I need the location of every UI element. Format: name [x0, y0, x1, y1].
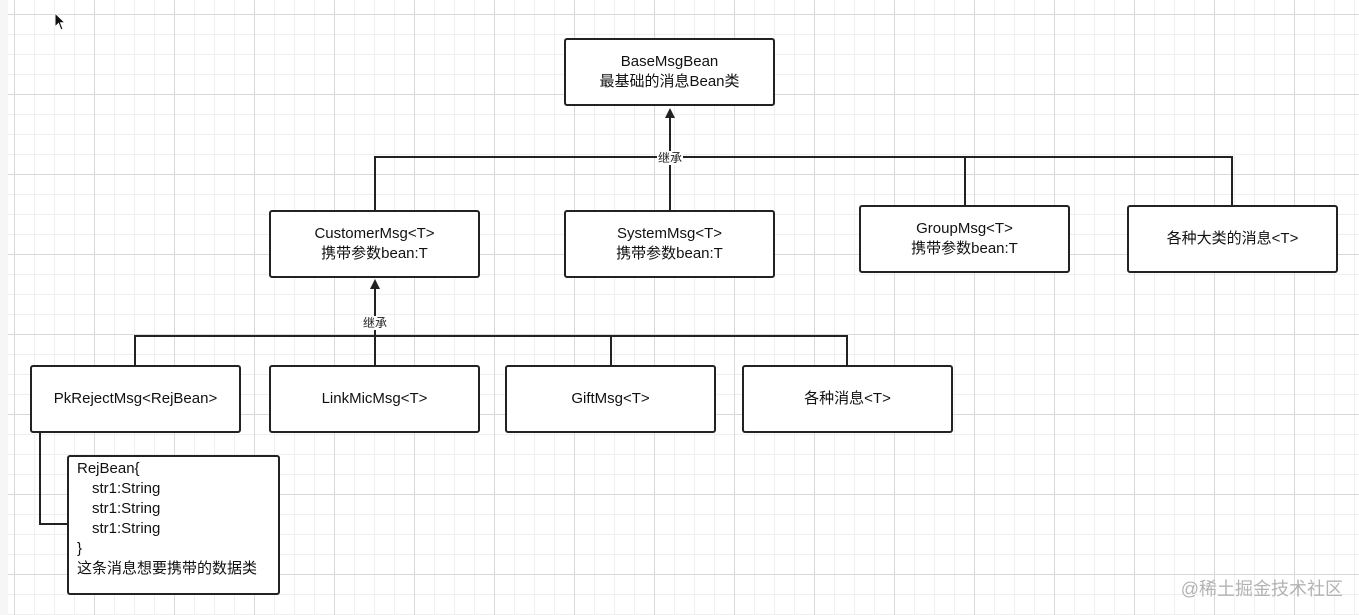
- link-mic-msg-title: LinkMicMsg<T>: [321, 390, 428, 407]
- inherit-connector-mid: [134, 335, 848, 366]
- system-msg-node[interactable]: SystemMsg<T> 携带参数bean:T: [564, 210, 775, 278]
- inherit-label-mid: 继承: [362, 316, 389, 330]
- gift-msg-node[interactable]: GiftMsg<T>: [505, 365, 716, 433]
- note-field: str1:String: [92, 500, 161, 517]
- system-msg-title: SystemMsg<T>: [616, 225, 723, 242]
- category-msg-title: 各种大类的消息<T>: [1166, 230, 1299, 247]
- note-description: 这条消息想要携带的数据类: [77, 560, 258, 577]
- pk-reject-msg-node[interactable]: PkRejectMsg<RejBean>: [30, 365, 241, 433]
- customer-msg-desc: 携带参数bean:T: [321, 245, 428, 262]
- group-msg-title: GroupMsg<T>: [916, 220, 1013, 237]
- note-line-open: RejBean{: [77, 460, 140, 477]
- note-field: str1:String: [92, 520, 161, 537]
- various-msg-node[interactable]: 各种消息<T>: [742, 365, 953, 433]
- category-msg-node[interactable]: 各种大类的消息<T>: [1127, 205, 1338, 273]
- base-msg-bean-desc: 最基础的消息Bean类: [599, 73, 740, 90]
- canvas-left-edge: [0, 0, 8, 615]
- gift-msg-title: GiftMsg<T>: [571, 390, 650, 407]
- inherit-connector-top: [374, 156, 1233, 210]
- customer-msg-title: CustomerMsg<T>: [314, 225, 435, 242]
- note-field: str1:String: [92, 480, 161, 497]
- group-msg-desc: 携带参数bean:T: [911, 240, 1018, 257]
- pk-reject-msg-title: PkRejectMsg<RejBean>: [53, 390, 218, 407]
- group-msg-node[interactable]: GroupMsg<T> 携带参数bean:T: [859, 205, 1070, 273]
- customer-msg-node[interactable]: CustomerMsg<T> 携带参数bean:T: [269, 210, 480, 278]
- note-line-close: }: [77, 540, 83, 557]
- rej-bean-note[interactable]: RejBean{ str1:String str1:String str1:St…: [67, 455, 280, 595]
- link-mic-msg-node[interactable]: LinkMicMsg<T>: [269, 365, 480, 433]
- inherit-label-top: 继承: [657, 151, 684, 165]
- watermark: @稀土掘金技术社区: [1180, 579, 1343, 599]
- base-msg-bean-node[interactable]: BaseMsgBean 最基础的消息Bean类: [564, 38, 775, 106]
- system-msg-desc: 携带参数bean:T: [616, 245, 723, 262]
- mouse-cursor-icon: [54, 12, 67, 31]
- various-msg-title: 各种消息<T>: [804, 390, 891, 407]
- base-msg-bean-title: BaseMsgBean: [620, 53, 719, 70]
- note-connector: [39, 432, 68, 525]
